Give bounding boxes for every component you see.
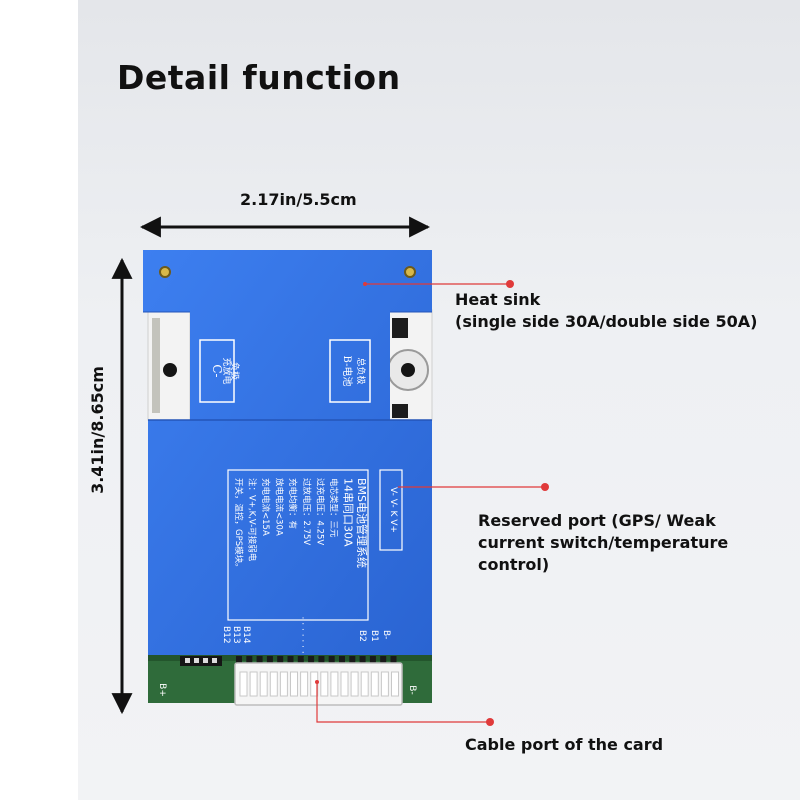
- connector-pin: [297, 656, 304, 664]
- spec-label-box: [227, 469, 369, 621]
- connector-slot: [340, 671, 349, 697]
- connector-slot: [370, 671, 379, 697]
- connector-pin: [246, 656, 253, 664]
- connector-pin: [318, 656, 325, 664]
- connector-pin: [266, 656, 273, 664]
- reserved-port-label: V- V- K V+: [388, 487, 398, 533]
- heat-sink-title: Heat sink: [455, 290, 541, 309]
- connector-pin: [349, 656, 356, 664]
- connector-slot: [391, 671, 399, 697]
- cable-port-leader-dot: [486, 718, 494, 726]
- connector-slot: [360, 671, 369, 697]
- connector-slot: [279, 671, 288, 697]
- heat-sink-plate: [143, 250, 432, 655]
- connector-pin: [339, 656, 345, 664]
- connector-slot: [300, 671, 309, 697]
- connector-pin: [359, 656, 366, 664]
- heat-sink-callout: Heat sink (single side 30A/double side 5…: [455, 289, 757, 333]
- connector-slot: [350, 671, 359, 697]
- spec-line: 充电均衡：有: [287, 478, 298, 529]
- connector-pin: [390, 656, 397, 664]
- connector-pin: [369, 656, 376, 664]
- connector-slot: [259, 671, 268, 697]
- balance-label: B13: [231, 626, 241, 644]
- c-minus-sub2: 负极: [229, 362, 241, 380]
- reserved-port-line1: Reserved port (GPS/ Weak: [478, 511, 716, 530]
- connector-slot: [310, 671, 319, 697]
- reserved-port-callout: Reserved port (GPS/ Weak current switch/…: [478, 510, 728, 576]
- connector-slot: [269, 671, 278, 697]
- connector-pins: [236, 656, 397, 664]
- connector-slot: [249, 671, 258, 697]
- cable-port-leader: [316, 682, 490, 723]
- spec-line: 放电电流<30A: [274, 478, 285, 536]
- width-dimension-label: 2.17in/5.5cm: [240, 190, 357, 209]
- reserved-port-line2: current switch/temperature: [478, 533, 729, 552]
- connector-slot: [320, 671, 329, 697]
- connector-slot: [380, 671, 389, 697]
- connector-slot: [330, 671, 339, 697]
- spec-lines: BMS电池管理系统14串同口30A电芯类型：三元过充电压：4.25V过放电压：2…: [233, 478, 369, 572]
- balance-label: B2: [357, 630, 367, 642]
- c-minus-label-box: [199, 339, 235, 403]
- page-title: Detail function: [117, 58, 401, 97]
- pcb-b-plus-label: B+: [157, 683, 167, 697]
- balance-label: B12: [221, 626, 231, 644]
- reserved-port-line3: control): [478, 555, 550, 574]
- spec-line: BMS电池管理系统: [355, 478, 369, 568]
- spec-line: 14串同口30A: [341, 478, 354, 547]
- b-minus-label-box: [329, 339, 371, 403]
- balance-dots: · · · · · · · ·: [297, 617, 307, 660]
- c-minus-label: C-: [210, 364, 224, 377]
- heat-sink-leader-dot: [506, 280, 514, 288]
- b-minus-label: B-电池: [341, 356, 354, 387]
- connector-pin: [256, 656, 263, 664]
- connector-slot: [290, 671, 298, 697]
- connector-pin: [328, 656, 335, 664]
- connector-pin: [287, 656, 294, 664]
- screw-icon: [159, 266, 171, 278]
- connector-pin: [236, 656, 242, 664]
- screw-icon: [404, 266, 416, 278]
- cable-port-title: Cable port of the card: [465, 735, 664, 754]
- reserved-port-connector: [180, 656, 222, 666]
- b-minus-sub: 总负极: [355, 357, 367, 384]
- reserved-port-leader-dot: [541, 483, 549, 491]
- connector-pin: [380, 656, 387, 664]
- connector-pin: [277, 656, 284, 664]
- spec-line: 电芯类型：三元: [328, 478, 339, 538]
- heat-sink-detail: (single side 30A/double side 50A): [455, 312, 758, 331]
- connector-pin: [308, 656, 315, 664]
- balance-label: B14: [241, 626, 251, 644]
- spec-line: 充电电流<15A: [260, 478, 271, 536]
- spec-line: 过放电压：2.75V: [301, 478, 312, 545]
- pcb-b-minus-label: B-: [407, 685, 417, 694]
- balance-label: B1: [369, 630, 379, 642]
- c-minus-sub1: 充放电: [221, 357, 233, 384]
- connector-slot: [239, 671, 248, 697]
- cable-port-callout: Cable port of the card: [465, 734, 663, 756]
- spec-line: 过充电压：4.25V: [314, 478, 325, 545]
- spec-line: 注：V+,K,V-可接弱电: [247, 478, 258, 562]
- balance-label: B-: [381, 630, 391, 639]
- reserved-port-box: [379, 469, 403, 551]
- spec-line: 开关，温控，GPS模块。: [233, 478, 244, 572]
